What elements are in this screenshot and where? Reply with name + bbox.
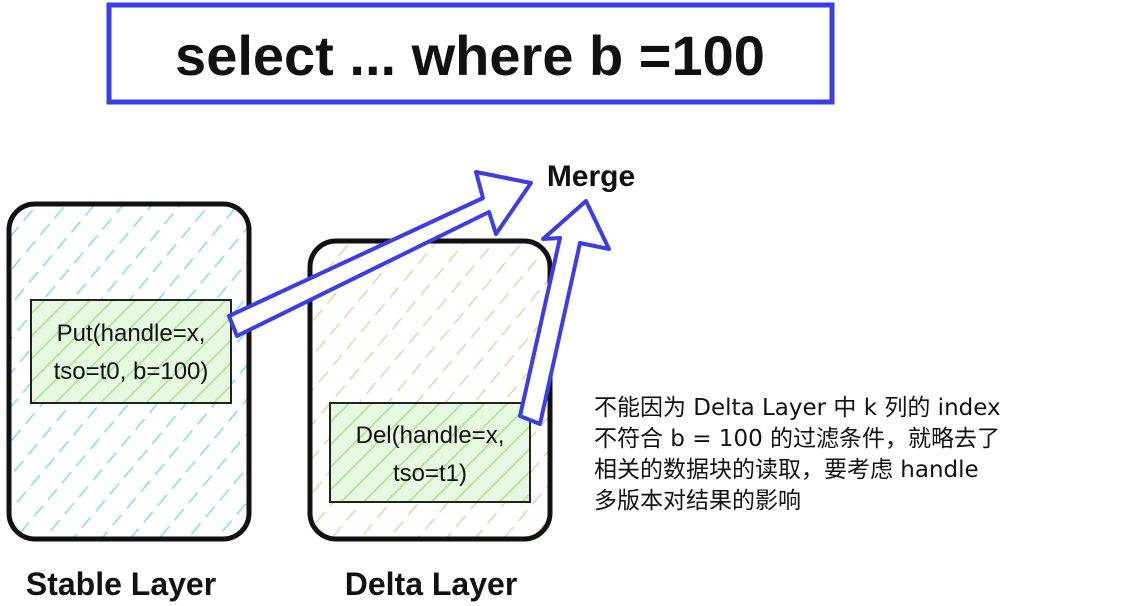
note-line: 不能因为 Delta Layer 中 k 列的 index [594,395,1001,421]
merge-label: Merge [547,160,635,193]
delta-layer-container: Del(handle=x, tso=t1) [307,238,553,542]
stable-record-line1: Put(handle=x, [57,320,206,347]
stable-to-merge-arrow [227,170,533,338]
query-box: select ... where b =100 [106,2,835,105]
delta-to-merge-arrow [518,199,611,426]
delta-record-line1: Del(handle=x, [356,422,505,449]
stable-layer-container: Put(handle=x, tso=t0, b=100) [6,201,252,542]
stable-record-box [30,299,232,404]
note-line: 不符合 b = 100 的过滤条件，就略去了 [594,426,1001,452]
delta-layer-title: Delta Layer [345,566,518,602]
delta-record-line2: tso=t1) [393,460,467,487]
query-text: select ... where b =100 [175,24,765,87]
note-line: 多版本对结果的影响 [594,488,801,514]
note-line: 相关的数据块的读取，要考虑 handle [594,457,979,483]
explanation-note: 不能因为 Delta Layer 中 k 列的 index 不符合 b = 10… [594,393,1114,517]
stable-layer-title: Stable Layer [26,566,216,602]
delta-record-box [329,402,531,503]
stable-record-line2: tso=t0, b=100) [54,358,209,385]
query-box-border [106,2,835,105]
